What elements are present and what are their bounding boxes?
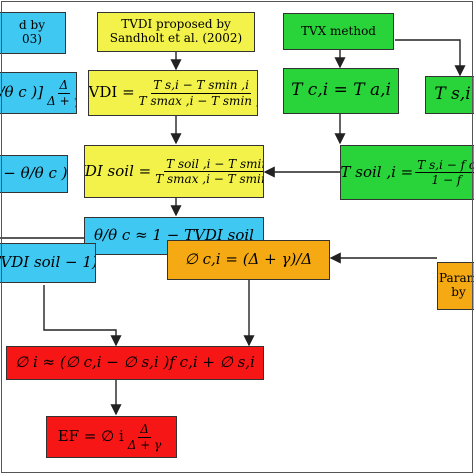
reference-line2: 03) xyxy=(22,32,42,46)
phi-i-eq-text: ∅ i ≈ (∅ c,i − ∅ s,i )f c,i + ∅ s,i xyxy=(15,353,255,372)
tsoil-eq-denominator: 1 − f xyxy=(431,173,462,187)
theta-eq-text: θ/θ c ≈ 1 − TVDI soil xyxy=(94,226,254,245)
reference-line1: d by xyxy=(19,18,45,33)
parameter-line1: Param xyxy=(439,271,474,286)
tvdi-soil-eq-lhs: TVDI soil = xyxy=(84,161,152,180)
left-eq1-num: Δ xyxy=(57,78,71,94)
left-eq2-text: ( − θ/θ c )] xyxy=(0,164,68,183)
left-eq1-den: Δ + γ xyxy=(47,93,76,108)
ef-eq-fraction: Δ Δ + γ xyxy=(126,422,164,452)
left-equation-3: TVDI soil − 1)] xyxy=(0,243,96,283)
tvdi-header-line2: Sandholt et al. (2002) xyxy=(109,31,243,45)
tsoil-eq-lhs: T soil ,i = xyxy=(340,162,414,181)
tsoil-equation-box: T soil ,i = T s,i − f c 1 − f xyxy=(340,145,474,200)
ef-equation-box: EF = ∅ i Δ Δ + γ xyxy=(46,416,177,458)
tsoil-eq-numerator: T s,i − f c xyxy=(415,158,474,173)
ef-eq-denominator: Δ + γ xyxy=(127,437,162,452)
tc-eq-text: T c,i = T a,i xyxy=(291,80,391,101)
tvx-header-box: TVX method xyxy=(283,13,394,50)
tvdi-header-box: TVDI proposed by Sandholt et al. (2002) xyxy=(97,12,255,52)
phi-i-equation-box: ∅ i ≈ (∅ c,i − ∅ s,i )f c,i + ∅ s,i xyxy=(6,346,264,380)
ts-eq-text: T s,i xyxy=(434,84,471,105)
left-eq1-fraction: Δ Δ + γ xyxy=(45,78,76,108)
left-equation-1: θ/θ c )] Δ Δ + γ xyxy=(0,72,77,114)
tvdi-eq-denominator: T smax ,i − T smin ,i xyxy=(138,93,258,108)
tvdi-soil-eq-denominator: T smax ,i − T smin ,i xyxy=(155,172,263,186)
tvdi-header-line1: TVDI proposed by xyxy=(121,17,231,32)
arrow-left-to-phii xyxy=(43,285,122,347)
ef-eq-numerator: Δ xyxy=(138,422,151,438)
ef-eq-lhs: EF = ∅ i xyxy=(57,427,124,446)
tvdi-soil-eq-numerator: T soil ,i − T smin xyxy=(164,157,263,172)
tc-equation-box: T c,i = T a,i xyxy=(283,68,399,114)
parameter-box: Param by xyxy=(437,262,474,310)
tvdi-eq-lhs: TVDI = xyxy=(88,83,135,102)
ts-equation-box: T s,i xyxy=(425,76,474,114)
phi-c-equation-box: ∅ c,i = (Δ + γ)/Δ xyxy=(167,240,330,280)
tvdi-equation-box: TVDI = T s,i − T smin ,i T smax ,i − T s… xyxy=(88,70,258,116)
phi-c-eq-text: ∅ c,i = (Δ + γ)/Δ xyxy=(184,250,313,269)
left-eq3-text: TVDI soil − 1)] xyxy=(0,253,95,272)
reference-box: d by 03) xyxy=(0,12,66,54)
parameter-line2: by xyxy=(451,285,466,299)
arrow-tvx-to-ts xyxy=(395,39,466,77)
tvdi-soil-equation-box: TVDI soil = T soil ,i − T smin T smax ,i… xyxy=(84,145,264,198)
left-eq1-text: θ/θ c )] xyxy=(0,83,44,102)
left-equation-2: ( − θ/θ c )] xyxy=(0,155,68,193)
tvdi-eq-fraction: T s,i − T smin ,i T smax ,i − T smin ,i xyxy=(137,78,258,108)
tsoil-eq-fraction: T s,i − f c 1 − f xyxy=(415,158,474,188)
tvx-header-label: TVX method xyxy=(301,23,376,38)
tvdi-soil-eq-fraction: T soil ,i − T smin T smax ,i − T smin ,i xyxy=(153,157,263,187)
tvdi-eq-numerator: T s,i − T smin ,i xyxy=(151,78,251,94)
